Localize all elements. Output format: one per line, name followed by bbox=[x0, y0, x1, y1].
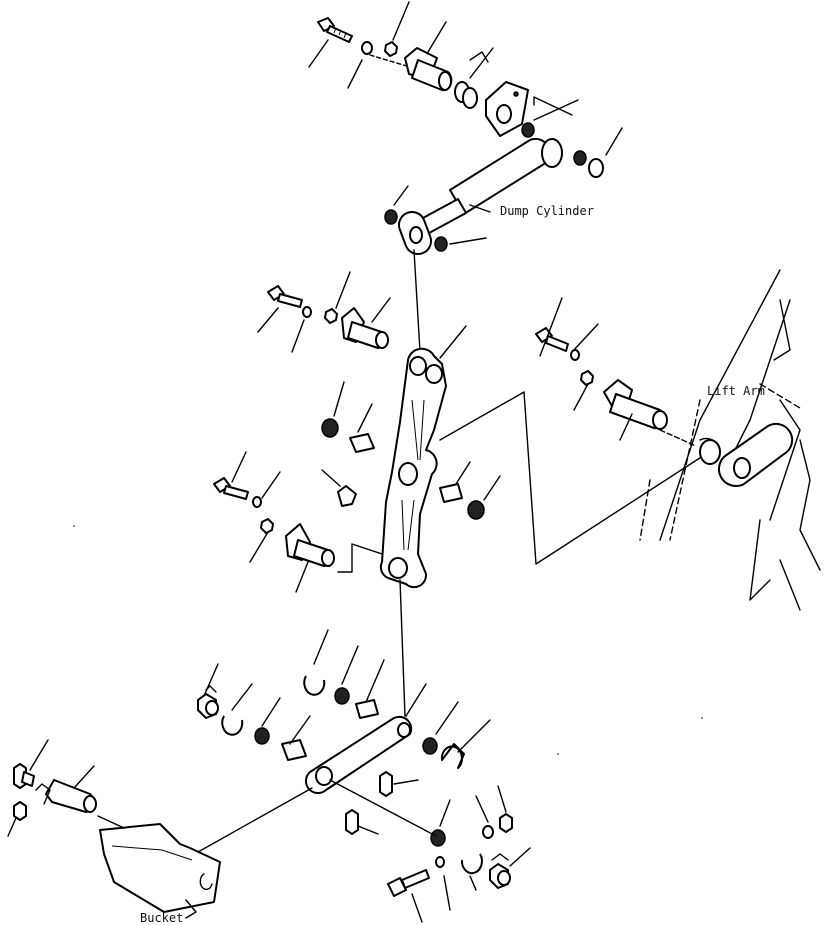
bucket bbox=[99, 823, 221, 919]
connector-cylinder-link bbox=[413, 249, 421, 353]
connector-lowerlink-right bbox=[329, 779, 437, 837]
lower-pin-group bbox=[213, 451, 383, 593]
lift-arm bbox=[639, 269, 821, 611]
label-lift-arm: Lift Arm bbox=[707, 384, 765, 398]
lower-right-parts bbox=[345, 701, 531, 911]
bolt-bottom bbox=[387, 869, 430, 923]
washer-top bbox=[361, 41, 373, 55]
label-dump-cylinder: Dump Cylinder bbox=[500, 204, 594, 218]
lower-link bbox=[304, 683, 427, 795]
main-link bbox=[379, 325, 467, 589]
connector-link-lowerlink bbox=[399, 579, 406, 717]
cylinder-head-pin-group bbox=[308, 1, 623, 178]
speck-1 bbox=[73, 525, 75, 527]
liftarm-pin-group bbox=[535, 297, 697, 447]
speck-2 bbox=[701, 717, 703, 719]
bucket-pin-group bbox=[7, 739, 125, 837]
pin-top bbox=[404, 47, 453, 92]
middle-bushings-left bbox=[321, 381, 375, 507]
bushing-top bbox=[521, 122, 535, 138]
ring-top-b bbox=[462, 87, 478, 109]
speck-3 bbox=[557, 753, 559, 755]
bolt-top bbox=[317, 17, 353, 43]
bushing-top-2 bbox=[573, 150, 587, 166]
label-bucket: Bucket bbox=[140, 911, 183, 925]
nut-top bbox=[384, 41, 398, 57]
washer-top-2 bbox=[588, 158, 604, 178]
bracket-top bbox=[485, 81, 529, 137]
lower-parts-cluster bbox=[197, 629, 385, 761]
connector-link-liftarm bbox=[439, 391, 707, 565]
middle-bushings-right bbox=[439, 461, 501, 520]
upper-pin-group bbox=[257, 271, 391, 353]
dump-cylinder bbox=[384, 137, 563, 255]
connector-lowerlink-bucket bbox=[197, 787, 313, 853]
